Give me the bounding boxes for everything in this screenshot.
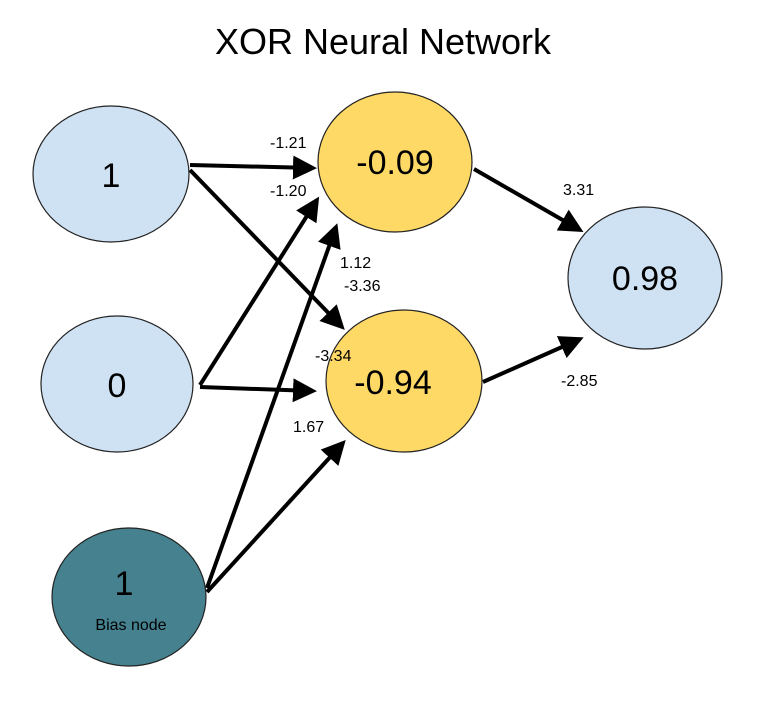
weight-bias-hidden2: 1.67 bbox=[293, 419, 324, 436]
output-node-value: 0.98 bbox=[612, 260, 678, 298]
weight-input2-hidden1: -1.20 bbox=[270, 183, 307, 200]
edge-bias-hidden2 bbox=[205, 440, 346, 594]
hidden-node-2-circle bbox=[325, 309, 483, 453]
edge-bias-hidden1 bbox=[205, 223, 341, 589]
edge-input1-hidden2 bbox=[188, 168, 345, 330]
output-node: 0.98 bbox=[567, 206, 723, 350]
hidden-node-1-circle bbox=[317, 91, 473, 233]
edge-input2-hidden1 bbox=[198, 196, 320, 387]
weight-hidden2-output: -2.85 bbox=[561, 373, 598, 390]
weight-input1-hidden2: -3.36 bbox=[344, 278, 381, 295]
diagram-title: XOR Neural Network bbox=[215, 21, 552, 62]
weight-input1-hidden1: -1.21 bbox=[270, 135, 307, 152]
weight-bias-hidden1: 1.12 bbox=[340, 255, 371, 272]
input-node-2: 0 bbox=[40, 315, 194, 453]
weight-input2-hidden2: -3.34 bbox=[315, 348, 352, 365]
input-node-1-circle bbox=[32, 105, 190, 243]
input-node-1: 1 bbox=[32, 105, 190, 243]
input-node-1-value: 1 bbox=[102, 157, 121, 195]
hidden-node-1-value: -0.09 bbox=[356, 144, 434, 182]
hidden-node-2-value: -0.94 bbox=[354, 364, 432, 402]
input-node-2-circle bbox=[40, 315, 194, 453]
bias-node-label: Bias node bbox=[95, 617, 166, 634]
weight-hidden1-output: 3.31 bbox=[563, 182, 594, 199]
edge-hidden1-output bbox=[473, 167, 584, 232]
hidden-node-2: -0.94 bbox=[325, 309, 483, 453]
edge-hidden2-output bbox=[482, 336, 584, 384]
bias-node-circle bbox=[51, 527, 207, 667]
bias-node: 1 Bias node bbox=[51, 527, 207, 667]
input-node-2-value: 0 bbox=[108, 367, 127, 405]
edge-input1-hidden1 bbox=[189, 155, 317, 180]
output-node-circle bbox=[567, 206, 723, 350]
bias-node-value: 1 bbox=[115, 565, 134, 603]
hidden-node-1: -0.09 bbox=[317, 91, 473, 233]
edge-input2-hidden2 bbox=[199, 378, 317, 403]
